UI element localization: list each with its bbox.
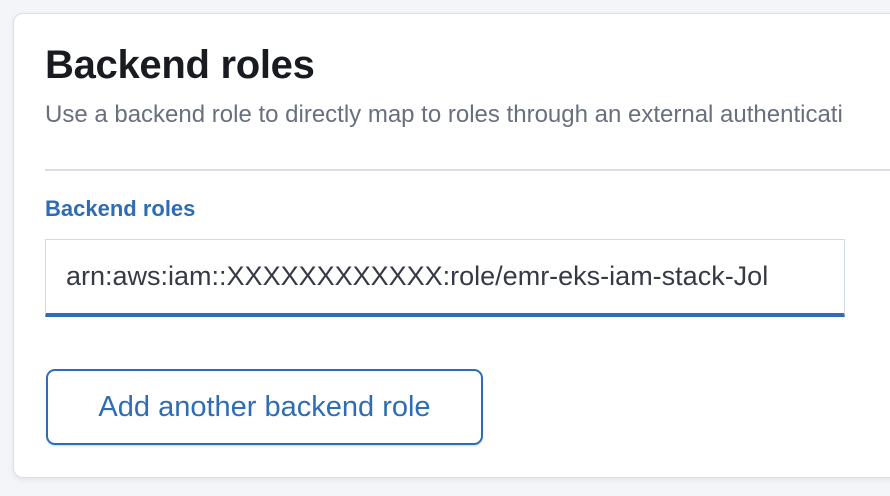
backend-roles-panel: Backend roles Use a backend role to dire… (13, 13, 890, 478)
panel-description: Use a backend role to directly map to ro… (45, 101, 843, 128)
section-divider (45, 169, 890, 171)
panel-title: Backend roles (45, 43, 315, 87)
add-backend-role-button[interactable]: Add another backend role (46, 369, 483, 445)
backend-roles-field-label: Backend roles (45, 196, 196, 221)
backend-role-input[interactable] (45, 239, 845, 317)
